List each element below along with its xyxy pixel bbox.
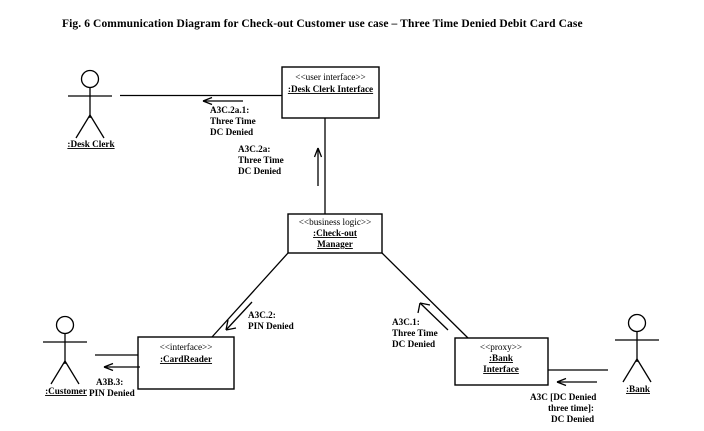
page-title: Fig. 6 Communication Diagram for Check-o… bbox=[62, 18, 583, 30]
arrow-head-upper bbox=[202, 96, 213, 102]
arrow-shaft bbox=[419, 302, 449, 331]
actor-leg-left bbox=[622, 358, 638, 383]
actor-leg-left bbox=[75, 114, 91, 139]
actor-leg-right bbox=[64, 360, 80, 385]
actor-bank: :Bank bbox=[615, 313, 659, 394]
actor-leg-right bbox=[636, 358, 652, 383]
message-label-a3b-3: A3B.3: PIN Denied bbox=[89, 377, 135, 398]
message-label-line-3: DC Denied bbox=[238, 166, 281, 176]
message-label-line-2: three time]: bbox=[548, 403, 594, 413]
arrow-head-upper bbox=[556, 377, 567, 383]
arrow-head-lower bbox=[103, 366, 114, 372]
message-arrow-a3c-2 bbox=[225, 301, 253, 331]
message-label-line-1: A3C.2: bbox=[248, 310, 276, 320]
arrow-head-left bbox=[313, 147, 319, 158]
link-interface-to-manager: A3C.2a: Three Time DC Denied bbox=[238, 118, 326, 214]
object-name-line-2: Interface bbox=[483, 364, 519, 374]
object-box[interactable] bbox=[137, 336, 235, 390]
object-stereotype: <<interface>> bbox=[160, 342, 213, 352]
message-label-line-3: DC Denied bbox=[392, 339, 435, 349]
object-box[interactable] bbox=[281, 66, 380, 119]
message-label-line-3: DC Denied bbox=[210, 127, 253, 137]
message-label-line-2: Three Time bbox=[238, 155, 284, 165]
message-label-a3c-1: A3C.1: Three Time DC Denied bbox=[392, 317, 438, 349]
actor-leg-left bbox=[50, 360, 66, 385]
message-arrow-a3c-1 bbox=[417, 302, 449, 331]
link-line bbox=[211, 252, 289, 338]
message-label-line-2: PIN Denied bbox=[89, 388, 135, 398]
actor-head-icon bbox=[55, 315, 75, 335]
message-label-a3c-2a: A3C.2a: Three Time DC Denied bbox=[238, 144, 284, 176]
arrow-head-lower bbox=[417, 302, 421, 314]
message-arrow-a3c-2a-1 bbox=[202, 96, 243, 106]
message-label-line-1: A3C [DC Denied bbox=[530, 392, 596, 402]
message-label-a3c-2a-1: A3C.2a.1: Three Time DC Denied bbox=[210, 105, 256, 137]
arrow-head-right bbox=[317, 147, 323, 158]
link-line bbox=[381, 252, 469, 339]
message-label-line-2: Three Time bbox=[392, 328, 438, 338]
message-label-line-2: PIN Denied bbox=[248, 321, 294, 331]
message-arrow-a3c-2a bbox=[313, 147, 323, 186]
actor-label-desk-clerk: :Desk Clerk bbox=[67, 139, 115, 149]
actor-head-icon bbox=[627, 313, 647, 333]
object-bank-interface[interactable]: <<proxy>> :Bank Interface bbox=[454, 337, 549, 386]
actor-label-customer: :Customer bbox=[45, 386, 87, 396]
arrow-head-upper bbox=[225, 327, 237, 331]
message-label-line-2: Three Time bbox=[210, 116, 256, 126]
object-name-line-2: Manager bbox=[317, 239, 353, 249]
actor-leg-right bbox=[89, 114, 105, 139]
message-arrow-a3b-3 bbox=[103, 362, 140, 372]
object-box[interactable] bbox=[287, 213, 383, 254]
message-label-line-1: A3C.1: bbox=[392, 317, 420, 327]
message-label-line-1: A3C.2a.1: bbox=[210, 105, 249, 115]
object-desk-clerk-interface[interactable]: <<user interface>> :Desk Clerk Interface bbox=[281, 66, 380, 119]
actor-head-icon bbox=[80, 69, 100, 89]
arrow-head-upper bbox=[103, 362, 114, 368]
message-arrow-a3c bbox=[556, 377, 597, 387]
object-stereotype: <<business logic>> bbox=[299, 217, 372, 227]
actor-customer: :Customer bbox=[43, 315, 87, 396]
arrow-head-upper bbox=[419, 302, 431, 306]
arrow-head-lower bbox=[202, 100, 213, 106]
object-check-out-manager[interactable]: <<business logic>> :Check-out Manager bbox=[287, 213, 383, 254]
object-stereotype: <<user interface>> bbox=[295, 72, 365, 82]
link-card-reader-to-customer: A3B.3: PIN Denied bbox=[89, 354, 140, 398]
object-name-line-1: :Check-out bbox=[313, 228, 358, 238]
link-manager-to-card-reader: A3C.2: PIN Denied bbox=[211, 252, 294, 338]
actor-label-bank: :Bank bbox=[626, 384, 651, 394]
object-name-line-1: :Bank bbox=[489, 353, 514, 363]
arrow-shaft bbox=[225, 301, 253, 331]
actor-desk-clerk: :Desk Clerk bbox=[67, 69, 115, 149]
link-desk-clerk-to-interface: A3C.2a.1: Three Time DC Denied bbox=[120, 94, 282, 137]
message-label-a3c-2: A3C.2: PIN Denied bbox=[248, 310, 294, 331]
message-label-a3c: A3C [DC Denied three time]: DC Denied bbox=[530, 392, 596, 424]
message-label-line-1: A3B.3: bbox=[96, 377, 123, 387]
arrow-head-lower bbox=[225, 319, 229, 331]
object-box[interactable] bbox=[454, 337, 549, 386]
link-manager-to-bank-interface: A3C.1: Three Time DC Denied bbox=[381, 252, 469, 349]
message-label-line-3: DC Denied bbox=[551, 414, 594, 424]
message-label-line-1: A3C.2a: bbox=[238, 144, 270, 154]
arrow-head-lower bbox=[556, 381, 567, 387]
link-bank-interface-to-bank: A3C [DC Denied three time]: DC Denied bbox=[530, 369, 608, 424]
object-card-reader[interactable]: <<interface>> :CardReader bbox=[137, 336, 235, 390]
object-name-line-1: :Desk Clerk Interface bbox=[288, 84, 373, 94]
object-name-line-1: :CardReader bbox=[160, 354, 212, 364]
object-stereotype: <<proxy>> bbox=[480, 342, 522, 352]
